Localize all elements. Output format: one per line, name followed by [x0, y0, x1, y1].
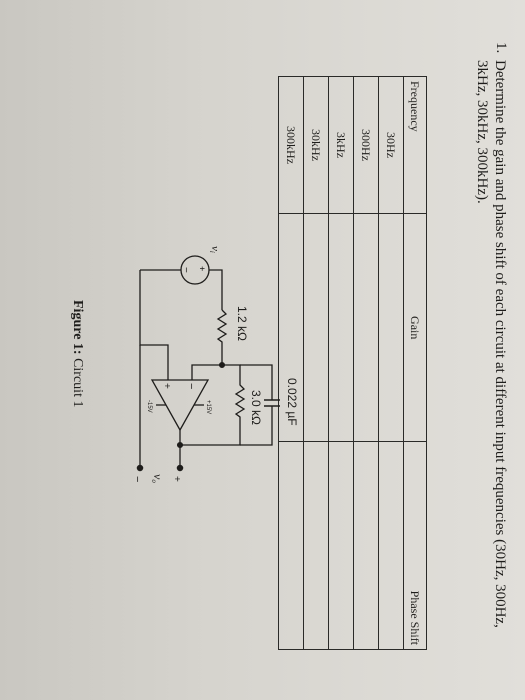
output-terminal-pos	[176, 464, 184, 472]
ground-to-plus-wire	[139, 270, 169, 355]
supply-neg-label: -15V	[146, 400, 152, 413]
opamp-minus-sign: −	[185, 383, 197, 389]
table-header-row: Frequency Gain Phase Shift	[403, 76, 427, 650]
phase-cell[interactable]	[303, 441, 329, 650]
phase-cell[interactable]	[378, 441, 404, 650]
table-row: 30kHz	[303, 76, 329, 650]
frequency-cell: 30Hz	[378, 76, 404, 214]
output-label: v	[151, 474, 165, 480]
gain-cell[interactable]	[378, 213, 404, 442]
source-minus-sign: −	[180, 267, 191, 273]
svg-text:vi: vi	[208, 246, 221, 253]
feedback-resistor-label: 3.0 kΩ	[249, 390, 263, 425]
gain-cell[interactable]	[303, 213, 329, 442]
results-table: Frequency Gain Phase Shift 30Hz 300Hz 3k…	[278, 76, 427, 650]
capacitor-symbol	[264, 399, 280, 407]
phase-cell[interactable]	[328, 441, 354, 650]
output-node	[176, 441, 184, 449]
svg-text:vo: vo	[150, 474, 165, 483]
table-row: 30Hz	[378, 76, 404, 650]
header-phase-shift: Phase Shift	[403, 441, 427, 650]
frequency-cell: 300Hz	[353, 76, 379, 214]
gain-cell[interactable]	[353, 213, 379, 442]
voltage-source: + − vi	[180, 246, 221, 285]
capacitor-wire	[240, 364, 273, 446]
opamp-plus-sign: +	[161, 383, 172, 389]
header-gain: Gain	[403, 213, 427, 442]
output-plus-sign: +	[171, 476, 182, 482]
input-resistor-label: 1.2 kΩ	[235, 306, 249, 341]
source-label: v	[209, 246, 221, 251]
frequency-cell: 3kHz	[328, 76, 354, 214]
figure-caption: Figure 1: Circuit 1	[69, 300, 85, 407]
figure-caption-label: Figure 1:	[70, 300, 85, 355]
source-subscript: i	[208, 251, 216, 253]
table-row: 300Hz	[353, 76, 379, 650]
circuit-diagram: + − vi 1.2 kΩ − + +15V -15V 3.0 kΩ 0.022…	[131, 246, 299, 483]
figure-caption-text: Circuit 1	[70, 354, 85, 408]
frequency-cell: 30kHz	[303, 76, 329, 214]
gain-cell[interactable]	[328, 213, 354, 442]
output-minus-sign: −	[131, 476, 143, 482]
question-text: Determine the gain and phase shift of ea…	[474, 60, 508, 628]
output-terminal-neg	[136, 464, 144, 472]
inverting-wire	[191, 364, 222, 380]
header-frequency: Frequency	[403, 76, 427, 214]
input-wire	[209, 269, 223, 310]
frequency-cell: 300kHz	[278, 76, 304, 214]
feedback-resistor	[180, 364, 246, 446]
phase-cell[interactable]	[353, 441, 379, 650]
input-resistor	[216, 309, 228, 365]
table-row: 3kHz	[328, 76, 354, 650]
capacitor-label: 0.022 µF	[285, 378, 299, 426]
output-subscript: o	[150, 479, 158, 483]
question-number: 1.	[493, 42, 509, 54]
supply-pos-label: +15V	[205, 400, 211, 414]
source-plus-sign: +	[197, 266, 207, 271]
